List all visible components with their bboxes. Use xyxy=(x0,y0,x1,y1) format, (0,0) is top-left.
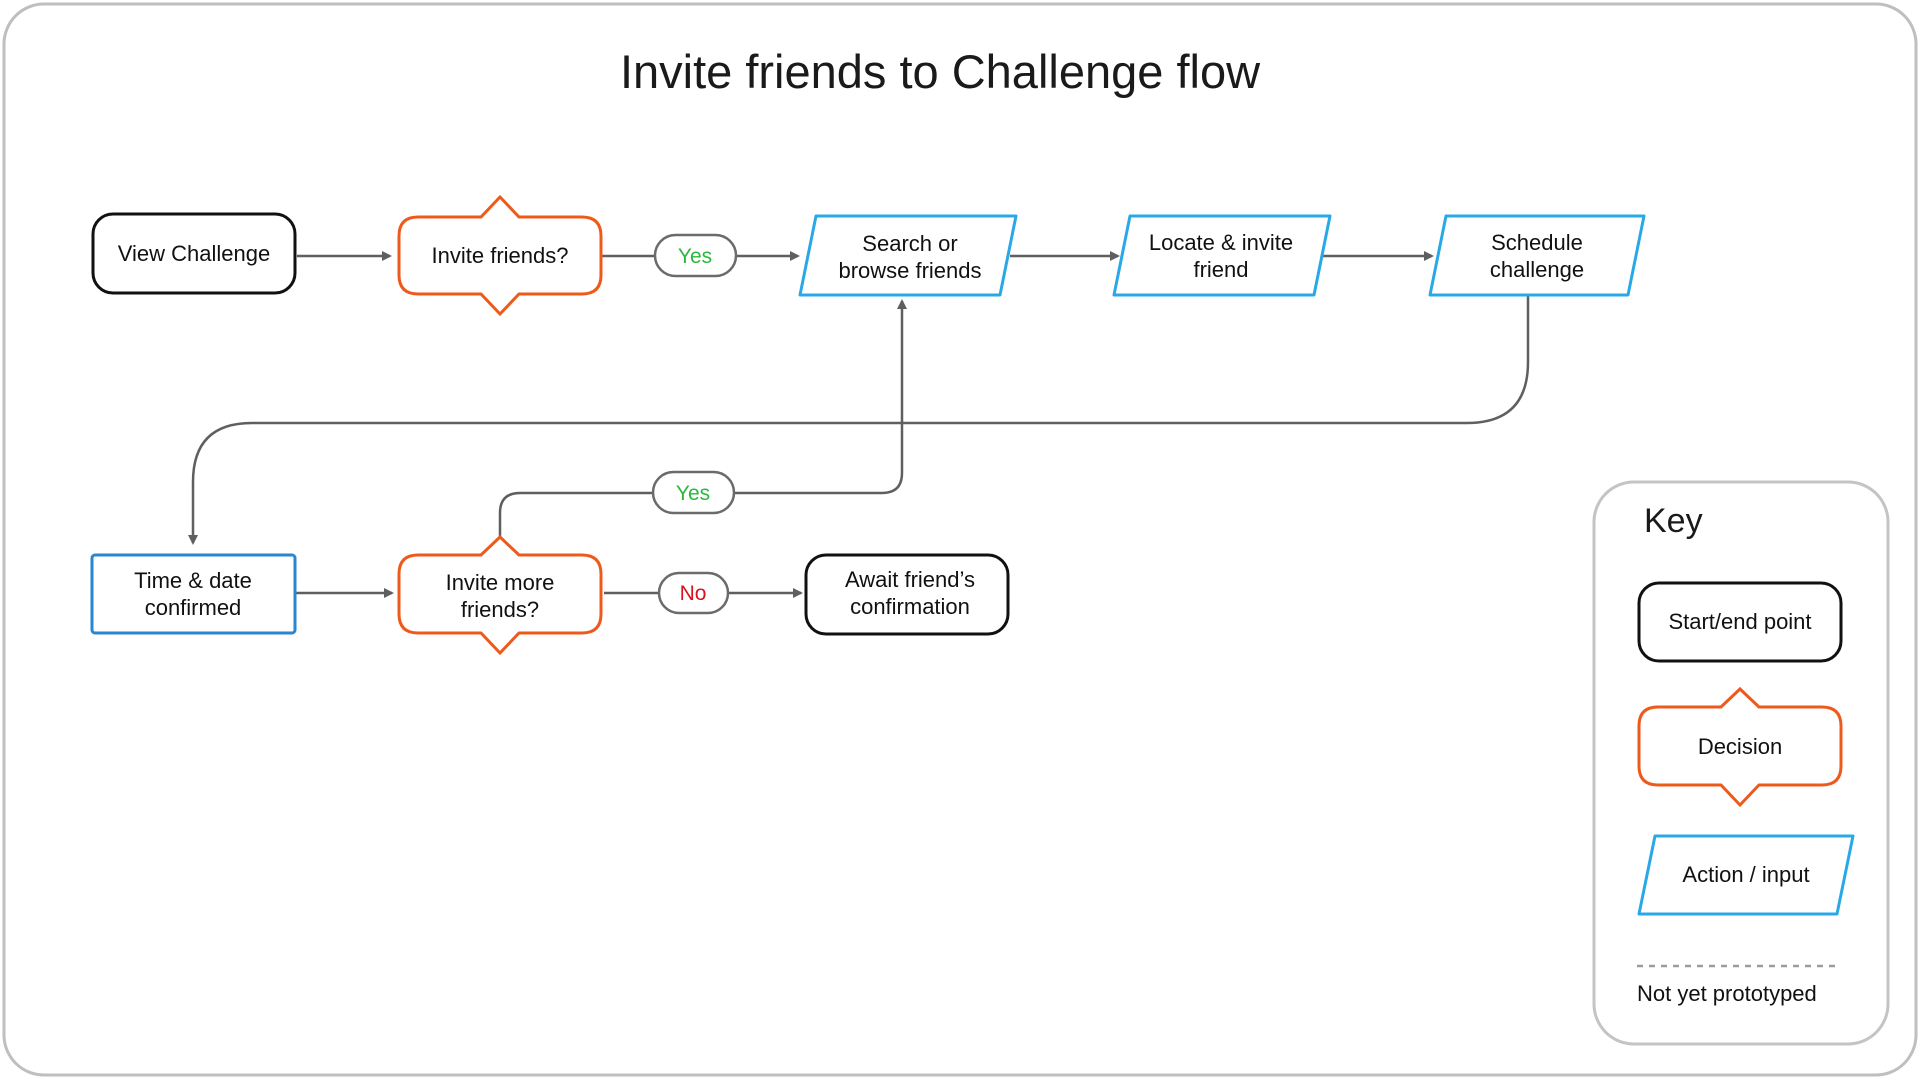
node-search-browse-line1: Search or xyxy=(862,231,957,256)
node-schedule: Schedule challenge xyxy=(1428,214,1646,297)
edge-label-yes-2-text: Yes xyxy=(676,482,710,505)
legend-not-prototyped: Not yet prototyped xyxy=(1637,964,1841,1006)
node-time-date-line1: Time & date xyxy=(134,568,252,593)
edge-label-no: No xyxy=(657,571,730,615)
legend-action: Action / input xyxy=(1637,834,1855,916)
node-invite-more-line1: Invite more xyxy=(446,570,555,595)
node-await-line1: Await friend’s xyxy=(845,567,975,592)
node-search-browse: Search or browse friends xyxy=(798,214,1018,297)
node-locate-invite-line1: Locate & invite xyxy=(1149,230,1293,255)
node-locate-invite-line2: friend xyxy=(1193,257,1248,282)
legend-decision-label: Decision xyxy=(1698,734,1782,759)
node-invite-friends-label: Invite friends? xyxy=(432,243,569,268)
node-schedule-line1: Schedule xyxy=(1491,230,1583,255)
node-invite-friends: Invite friends? xyxy=(397,194,603,317)
node-time-date-line2: confirmed xyxy=(145,595,242,620)
legend-not-prototyped-label: Not yet prototyped xyxy=(1637,981,1817,1006)
edge-label-yes-2: Yes xyxy=(651,470,736,515)
node-view-challenge: View Challenge xyxy=(91,212,297,295)
legend-start-end: Start/end point xyxy=(1637,581,1843,663)
node-await-line2: confirmation xyxy=(850,594,970,619)
node-invite-more: Invite more friends? xyxy=(397,534,603,656)
legend-decision: Decision xyxy=(1637,686,1843,808)
edge-label-yes-1: Yes xyxy=(653,233,738,278)
node-invite-more-line2: friends? xyxy=(461,597,539,622)
edge-label-no-text: No xyxy=(680,582,707,605)
diagram-title: Invite friends to Challenge flow xyxy=(620,45,1261,98)
node-view-challenge-label: View Challenge xyxy=(118,241,270,266)
legend-start-end-label: Start/end point xyxy=(1668,609,1811,634)
edge-schedule-to-time xyxy=(188,296,1530,545)
legend-action-label: Action / input xyxy=(1682,862,1809,887)
legend-title: Key xyxy=(1644,502,1703,540)
node-time-date: Time & date confirmed xyxy=(90,553,297,635)
edge-label-yes-1-text: Yes xyxy=(678,245,712,268)
node-locate-invite: Locate & invite friend xyxy=(1112,214,1332,297)
node-await: Await friend’s confirmation xyxy=(804,553,1010,636)
node-search-browse-line2: browse friends xyxy=(838,258,981,283)
legend-panel: Key Start/end point Decision Action / in… xyxy=(1592,480,1890,1046)
node-schedule-line2: challenge xyxy=(1490,257,1584,282)
